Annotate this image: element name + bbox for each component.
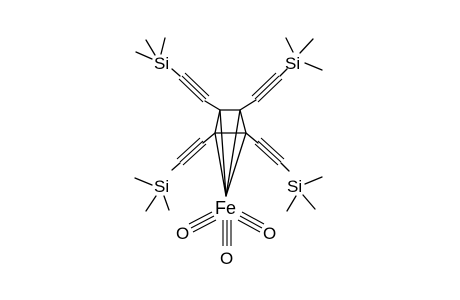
fe-bond-3 [219,109,227,197]
si-label-bottom-left: Si [154,177,169,196]
si-label-top-left: Si [154,54,169,73]
alkyne-top-left [171,68,221,111]
trimethylsilyl-bottom-left: Si [134,177,170,212]
cyclobutadiene-ring [214,109,247,134]
si-label-bottom-right: Si [287,177,302,196]
trimethylsilyl-top-left: Si [135,37,169,73]
alkyne-top-right [239,68,288,111]
oxygen-label-right: O [263,224,276,243]
iron-center: Fe [215,198,236,218]
carbonyl-right: O [237,211,276,243]
fe-label: Fe [215,198,236,218]
oxygen-label-bottom: O [220,249,233,268]
fe-bond-2 [225,132,247,197]
trimethylsilyl-top-right: Si [285,37,323,73]
fe-bond-4 [225,109,241,197]
oxygen-label-left: O [176,224,189,243]
trimethylsilyl-bottom-right: Si [286,176,323,212]
si-label-top-right: Si [285,54,300,73]
carbonyl-bottom: O [220,220,233,268]
ring-iron-bonds [214,109,247,197]
ring-bond-right [239,109,247,134]
alkyne-bottom-right [245,132,290,172]
carbonyl-left: O [176,211,217,243]
alkyne-bottom-left [171,132,216,171]
ring-bond-left [214,109,221,134]
fe-bond-1 [214,132,227,197]
